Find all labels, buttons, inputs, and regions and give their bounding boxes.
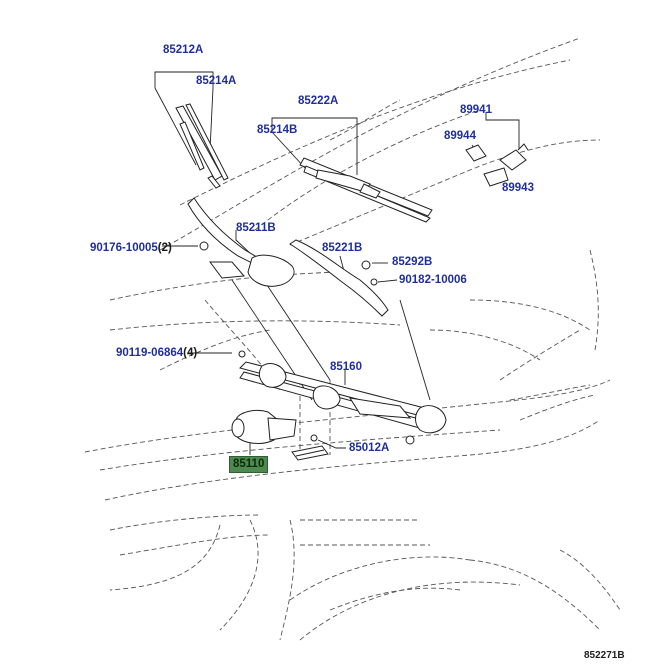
body-outline xyxy=(84,37,621,641)
part-label-90182-10006[interactable]: 90182-10006 xyxy=(399,274,467,286)
part-quantity: (4) xyxy=(183,347,198,359)
leader-lines xyxy=(154,71,520,455)
part-label-89941[interactable]: 89941 xyxy=(460,104,492,116)
front-wiper-arm xyxy=(187,197,295,287)
part-quantity: (2) xyxy=(157,242,172,254)
part-label-89943[interactable]: 89943 xyxy=(502,182,534,194)
part-label-85110-highlighted[interactable]: 85110 xyxy=(229,456,269,473)
part-label-85221B[interactable]: 85221B xyxy=(322,242,363,254)
part-label-85211B[interactable]: 85211B xyxy=(236,222,276,234)
rear-wiper-arm xyxy=(289,239,389,317)
front-wiper-blade xyxy=(175,103,229,189)
part-label-85222A[interactable]: 85222A xyxy=(298,95,339,107)
wiper-motor xyxy=(231,409,297,444)
part-label-85212A[interactable]: 85212A xyxy=(163,44,204,56)
connector xyxy=(291,434,329,461)
diagram-reference-number: 852271B xyxy=(584,650,625,661)
part-label-85292B[interactable]: 85292B xyxy=(392,256,433,268)
wiper-linkage xyxy=(238,350,447,445)
rear-wiper-blade xyxy=(299,157,433,223)
part-number: 90176-10005 xyxy=(90,242,158,254)
part-label-85214B[interactable]: 85214B xyxy=(257,124,298,136)
nozzle-assembly xyxy=(465,143,529,187)
part-label-89944[interactable]: 89944 xyxy=(444,130,476,142)
part-label-85012A[interactable]: 85012A xyxy=(349,442,390,454)
part-label-85214A[interactable]: 85214A xyxy=(196,75,237,87)
part-label-90119-06864[interactable]: 90119-06864(4) xyxy=(116,347,197,360)
part-label-85160[interactable]: 85160 xyxy=(330,361,362,373)
part-number: 90119-06864 xyxy=(116,347,184,359)
part-label-90176-10005[interactable]: 90176-10005(2) xyxy=(90,242,172,255)
